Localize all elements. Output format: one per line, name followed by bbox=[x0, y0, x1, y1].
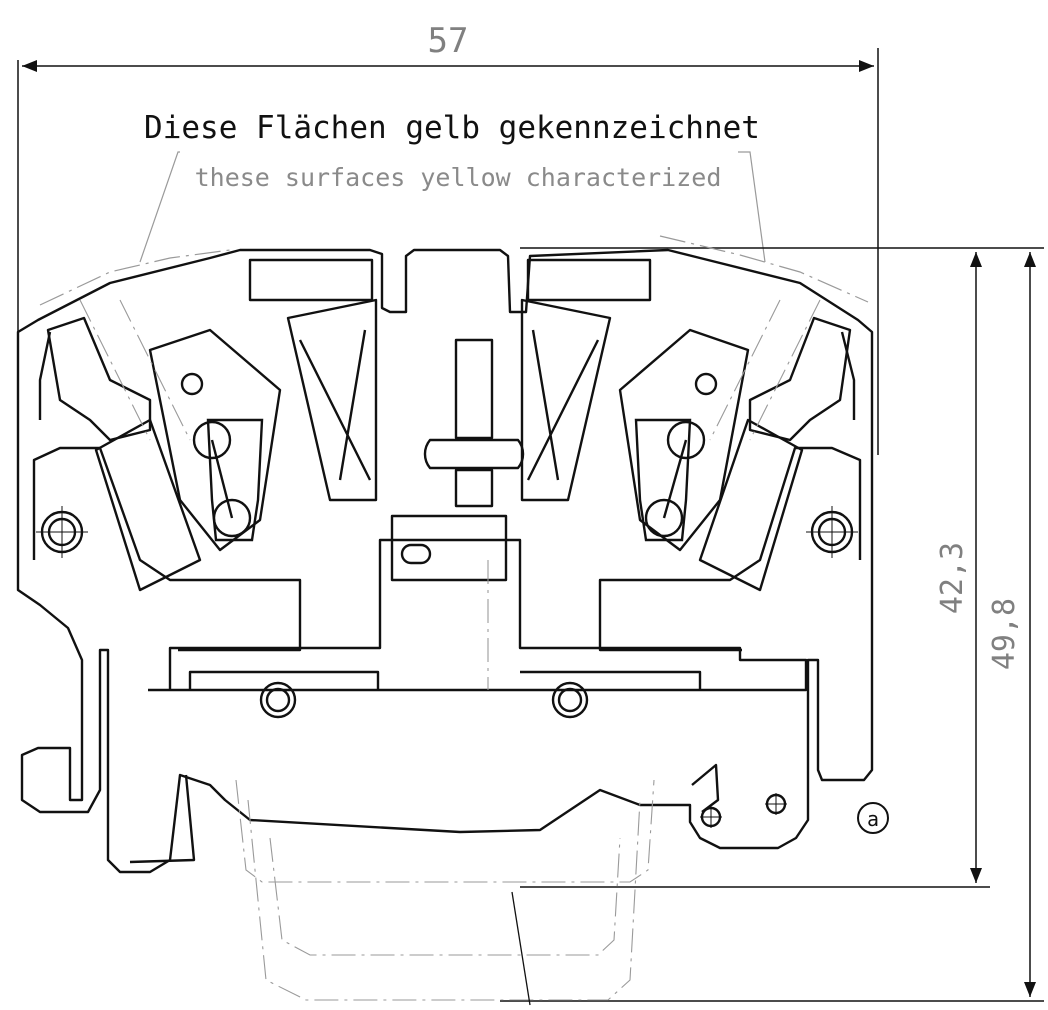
clamp-slot-right bbox=[634, 418, 706, 542]
height-dimension-inner bbox=[520, 247, 1044, 888]
leader-bottom bbox=[511, 891, 531, 1006]
height-outer-label: 49,8 bbox=[987, 598, 1022, 670]
hidden-lines bbox=[79, 299, 821, 1001]
height-inner-label: 42,3 bbox=[935, 542, 970, 614]
title-leader-lines bbox=[139, 151, 766, 263]
title-english: these surfaces yellow characterized bbox=[195, 163, 722, 192]
marker-label: a bbox=[867, 807, 879, 831]
width-dimension-label: 57 bbox=[428, 21, 469, 61]
height-dimension-outer bbox=[500, 252, 1044, 1002]
yellow-surface-outline bbox=[39, 235, 869, 306]
terminal-body bbox=[16, 248, 874, 874]
marker-circle bbox=[857, 802, 889, 834]
hole-centerlines bbox=[36, 506, 858, 828]
clamp-slot-left bbox=[192, 418, 264, 542]
title-german: Diese Flächen gelb gekennzeichnet bbox=[144, 110, 760, 146]
